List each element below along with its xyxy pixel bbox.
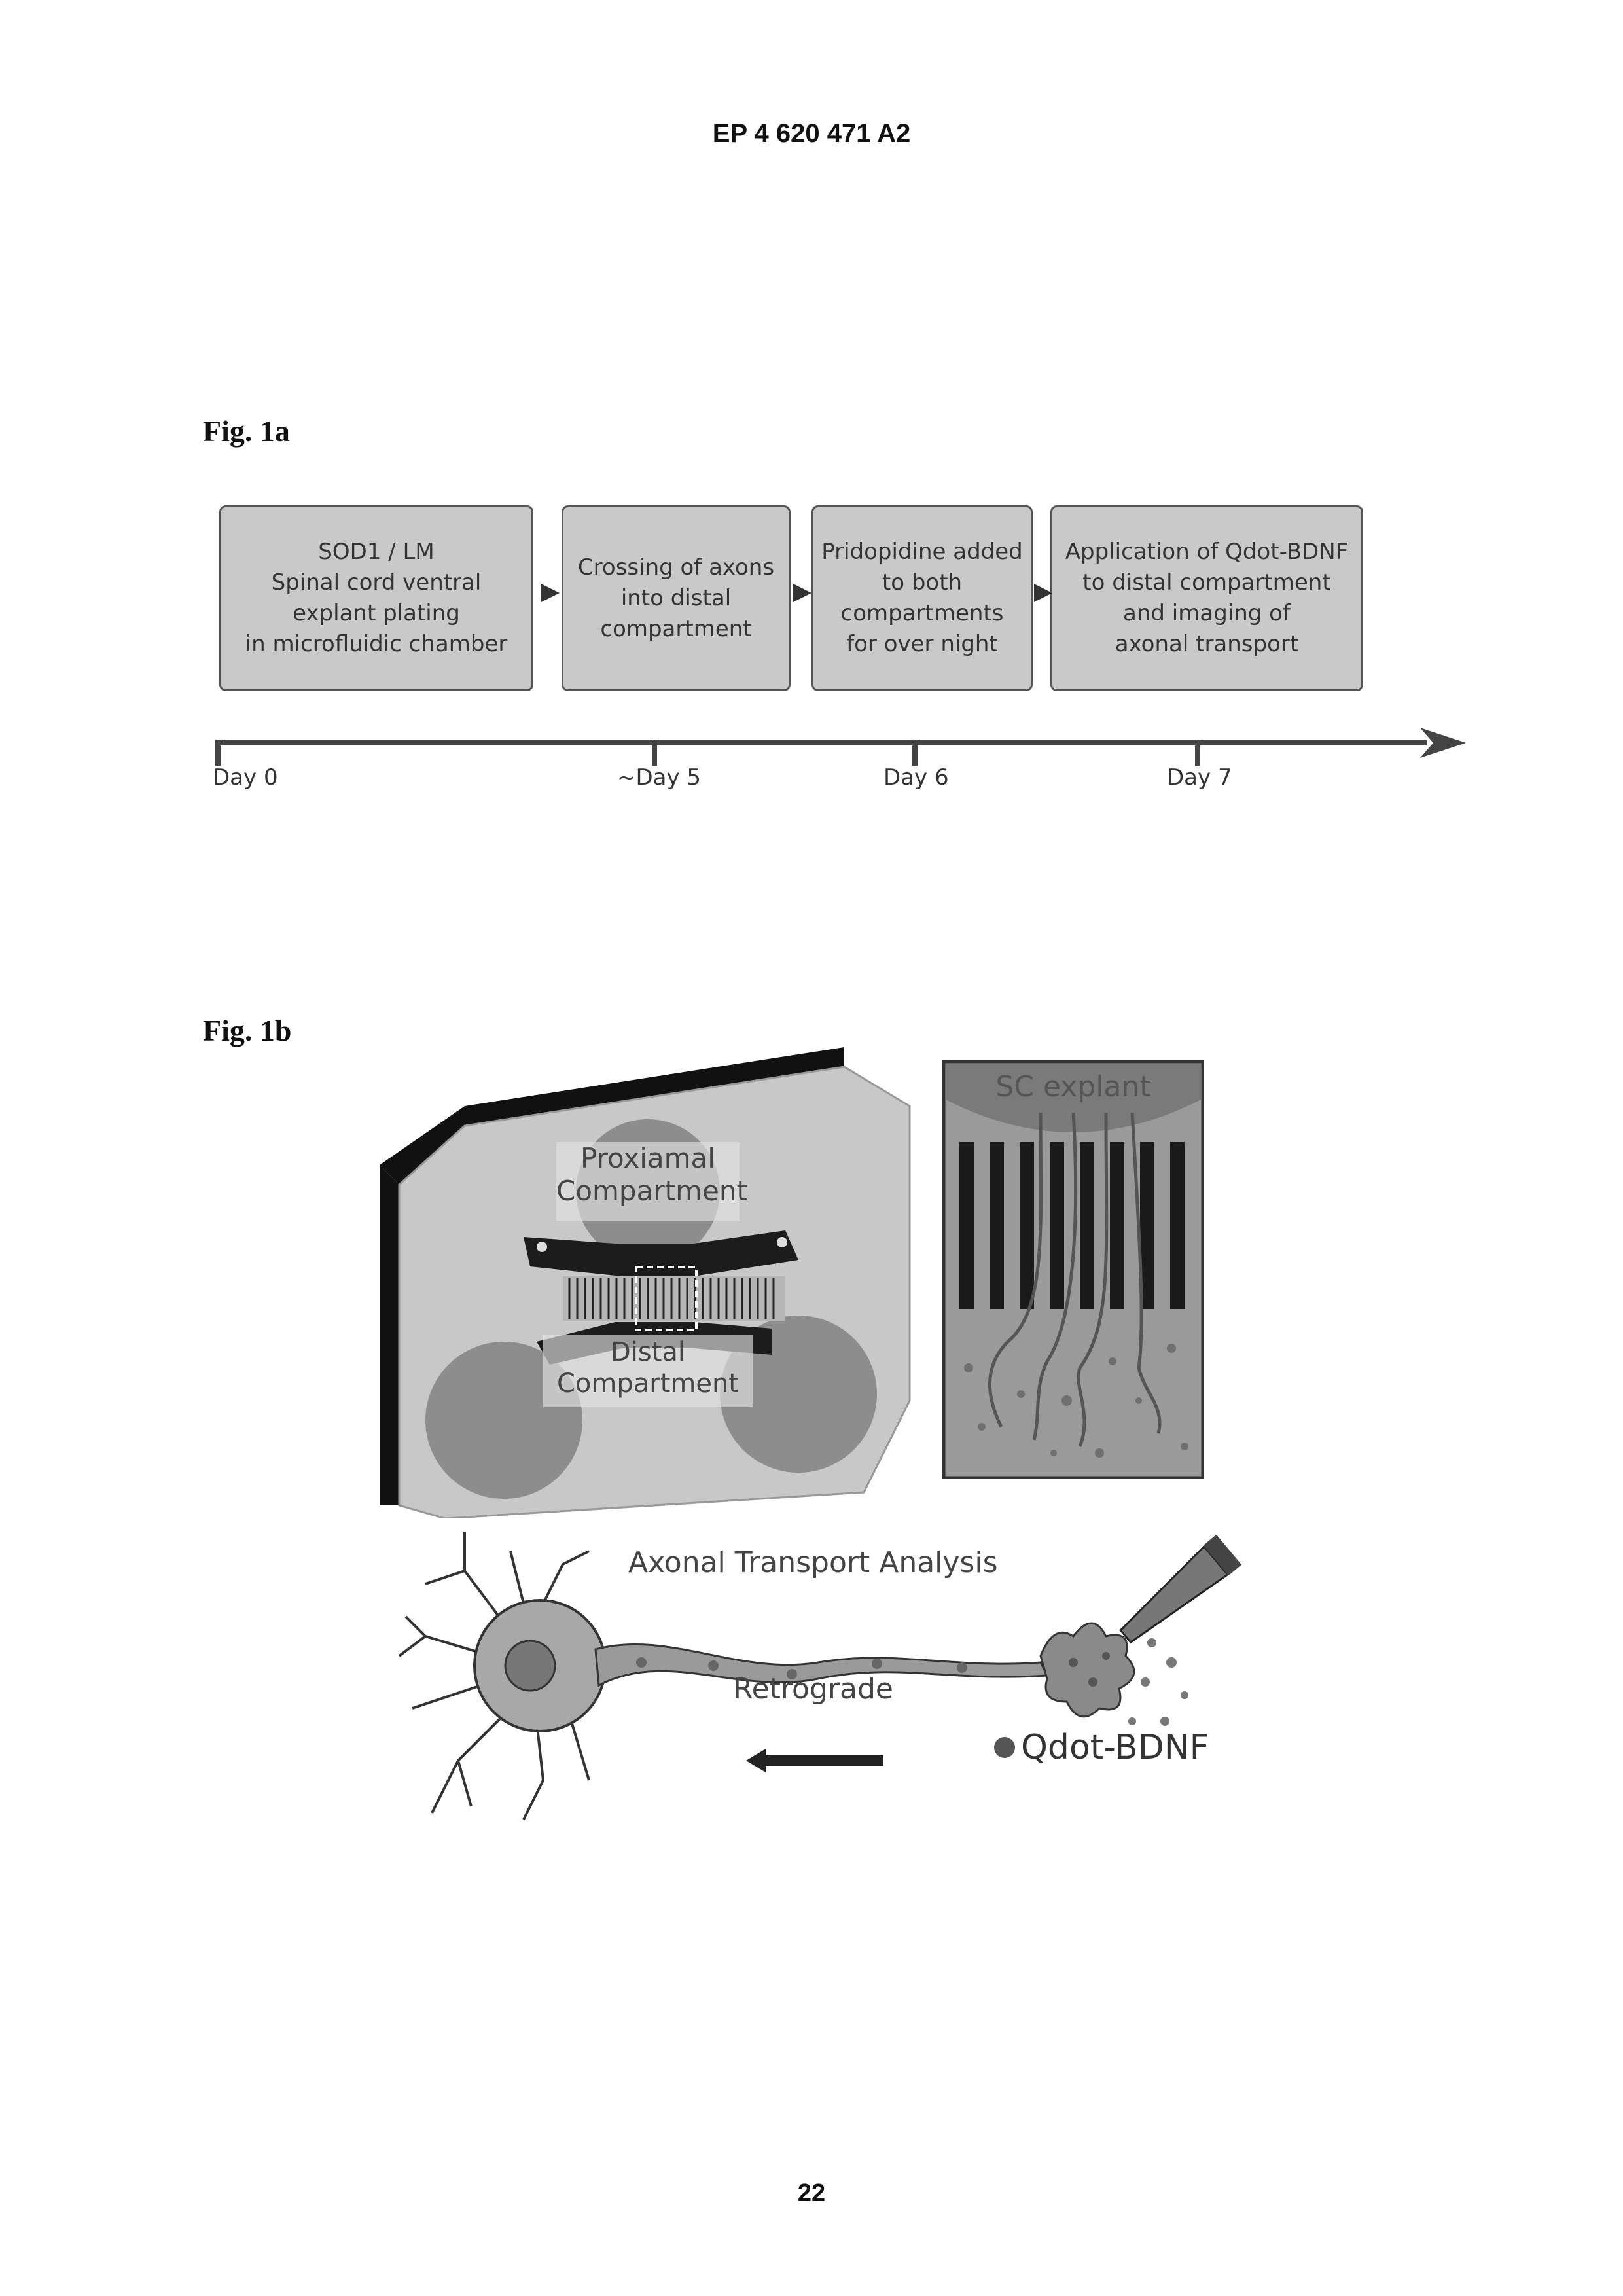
step-2-text: Crossing of axons into distal compartmen… xyxy=(578,552,774,645)
step-arrow-icon xyxy=(541,584,560,602)
timeline-day-label: Day 7 xyxy=(1167,764,1232,791)
step-2-box: Crossing of axons into distal compartmen… xyxy=(562,505,791,691)
fig-1b-label: Fig. 1b xyxy=(203,1013,291,1048)
timeline-day-label: Day 0 xyxy=(213,764,278,791)
qdot-bdnf-legend-label: Qdot-BDNF xyxy=(1021,1728,1209,1767)
microfluidic-chamber-illustration xyxy=(366,1034,929,1518)
step-3-box: Pridopidine added to both compartments f… xyxy=(812,505,1033,691)
step-1-text: SOD1 / LM Spinal cord ventral explant pl… xyxy=(245,537,508,660)
timeline-day-label: Day 6 xyxy=(883,764,949,791)
axonal-transport-title: Axonal Transport Analysis xyxy=(628,1546,998,1579)
page-number: 22 xyxy=(0,2179,1623,2208)
step-4-text: Application of Qdot-BDNF to distal compa… xyxy=(1065,537,1348,660)
step-4-box: Application of Qdot-BDNF to distal compa… xyxy=(1050,505,1363,691)
sc-explant-inset xyxy=(942,1060,1204,1479)
step-arrow-icon xyxy=(1034,584,1052,602)
step-1-box: SOD1 / LM Spinal cord ventral explant pl… xyxy=(219,505,533,691)
distal-compartment-label: Distal Compartment xyxy=(543,1336,753,1399)
fig-1a-label: Fig. 1a xyxy=(203,414,290,448)
patent-header: EP 4 620 471 A2 xyxy=(0,119,1623,149)
step-3-text: Pridopidine added to both compartments f… xyxy=(821,537,1023,660)
retrograde-label: Retrograde xyxy=(733,1672,893,1706)
timeline-day-label: ~Day 5 xyxy=(617,764,701,791)
proximal-compartment-label: Proxiamal Compartment xyxy=(556,1142,740,1208)
step-arrow-icon xyxy=(793,584,812,602)
sc-explant-label: SC explant xyxy=(942,1070,1204,1103)
